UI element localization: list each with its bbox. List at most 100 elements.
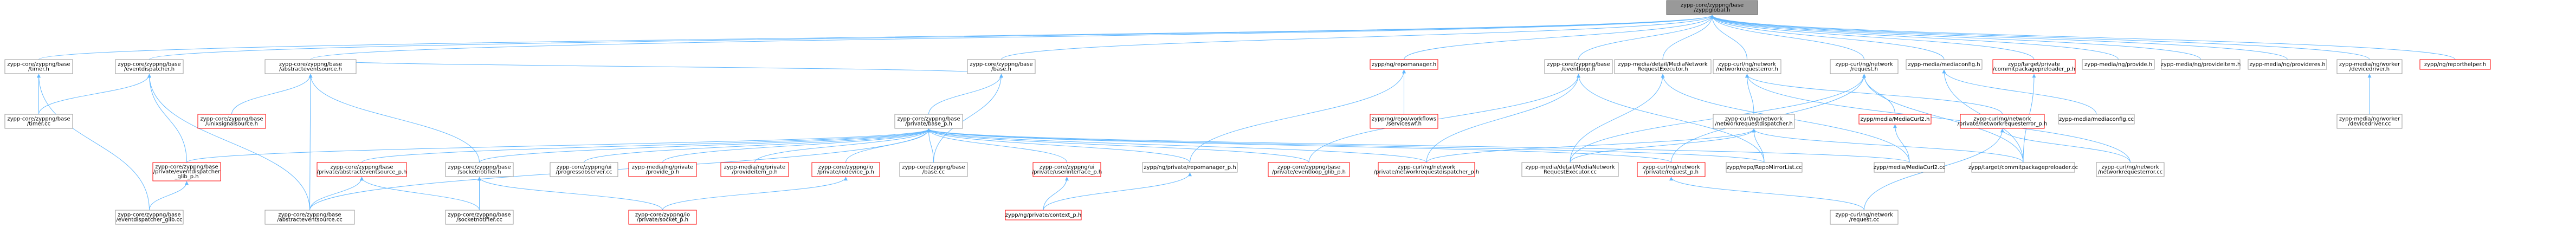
file-node-iodevice-p-h[interactable]: zypp-core/zyppng/io/private/iodevice_p.h xyxy=(811,162,880,177)
file-node-devicedriver-h[interactable]: zypp-media/ng/worker/devicedriver.h xyxy=(2336,59,2403,74)
file-node-networkrequest-h[interactable]: zypp-curl/ng/network/request.h xyxy=(1830,59,1899,74)
file-node-request-cc[interactable]: zypp-curl/ng/network/request.cc xyxy=(1830,210,1899,225)
file-node-base-p-h[interactable]: zypp-core/zyppng/base/private/base_p.h xyxy=(894,114,963,129)
node-label-line: /private/eventdispatcher xyxy=(153,169,221,175)
node-label-line: zypp-media/ng/provideres.h xyxy=(2249,62,2325,68)
node-box xyxy=(1830,210,1899,225)
include-edge-eventdispatcher_glib_cc-to-timer_h xyxy=(37,74,150,211)
file-node-commitpackagepreloader-cc[interactable]: zypp/target/commitpackagepreloader.cc xyxy=(1968,162,2078,173)
file-node-commitpackagepreloader-h[interactable]: zypp/target/private/commitpackagepreload… xyxy=(1992,59,2076,74)
include-edge-abstracteventsource_p_h-to-base_p_h xyxy=(361,128,931,163)
node-box xyxy=(1992,59,2076,74)
include-edge-commitpackagepreloader_cc-to-networkrequestdispatcher_h xyxy=(1752,128,2024,163)
node-label-line: zypp/target/commitpackagepreloader.cc xyxy=(1968,165,2078,171)
file-node-eventdispatcher-glib-cc[interactable]: zypp-core/zyppng/base/eventdispatcher_gl… xyxy=(115,210,184,225)
file-node-networkrequesterror-h[interactable]: zypp-curl/ng/network/networkrequesterror… xyxy=(1713,59,1781,74)
node-label-line: /private/base_p.h xyxy=(905,121,952,127)
node-label-line: zypp-core/zyppng/base xyxy=(330,165,393,171)
file-node-networkrequesterror-p-h[interactable]: zypp-curl/ng/network/private/networkrequ… xyxy=(1958,114,2048,129)
node-label-line: zypp-media/ng/provideitem.h xyxy=(2161,62,2241,68)
node-label-line: /private/iodevice_p.h xyxy=(817,170,874,176)
node-label-line: /private/socket_p.h xyxy=(637,217,688,223)
node-label-line: /private/eventloop_glib_p.h xyxy=(1272,170,1346,176)
node-label-line: zypp-core/zyppng/base xyxy=(970,62,1032,68)
include-edge-repomirrorlist_cc-to-base_p_h xyxy=(927,128,1765,163)
include-edge-networkrequesterror_h-to-root xyxy=(1710,15,1747,60)
file-node-devicedriver-cc[interactable]: zypp-media/ng/worker/devicedriver.cc xyxy=(2336,114,2403,129)
node-label-line: /timer.h xyxy=(28,67,49,73)
include-edge-userinterface_p_h-to-base_p_h xyxy=(927,128,1067,163)
include-edge-socketnotifier_h-to-base_p_h xyxy=(479,128,931,163)
node-box xyxy=(1142,162,1238,173)
node-label-line: zypp/target/private xyxy=(2008,62,2060,68)
node-label-line: zypp-core/zyppng/ui xyxy=(557,165,612,171)
file-node-mediacurl2-cc[interactable]: zypp/media/MediaCurl2.cc xyxy=(1874,162,1946,173)
file-node-eventloop-h[interactable]: zypp-core/zyppng/base/eventloop.h xyxy=(1544,59,1613,74)
file-node-linuxsignalsource-h[interactable]: zypp-core/zyppng/base/unixsignalsource.h xyxy=(197,114,266,129)
include-edge-networkrequestdispatcher_p_h-to-base_p_h xyxy=(927,128,1427,163)
file-node-base-h[interactable]: zypp-core/zyppng/base/base.h xyxy=(967,59,1036,74)
file-node-eventloop-glib-p-h[interactable]: zypp-core/zyppng/base/private/eventloop_… xyxy=(1268,162,1350,177)
file-node-progressobserver-cc[interactable]: zypp-core/zyppng/ui/progressobserver.cc xyxy=(550,162,618,177)
node-box xyxy=(550,162,618,177)
file-node-reporthelper-h[interactable]: zypp/ng/reporthelper.h xyxy=(2419,59,2491,70)
include-edge-mediaconfig_h-to-root xyxy=(1710,15,1945,60)
file-node-base-cc[interactable]: zypp-core/zyppng/base/base.cc xyxy=(899,162,968,177)
file-node-provideitem-h[interactable]: zypp-media/ng/provideitem.h xyxy=(2161,59,2241,70)
file-node-socket-p-h[interactable]: zypp-core/zyppng/io/private/socket_p.h xyxy=(628,210,697,225)
file-node-provide-h[interactable]: zypp-media/ng/provide.h xyxy=(2082,59,2155,70)
node-label-line: /abstracteventsource.cc xyxy=(277,217,343,223)
file-node-repomirrorlist-cc[interactable]: zypp/repo/RepoMirrorList.cc xyxy=(1726,162,1803,173)
node-label-line: /devicedriver.cc xyxy=(2348,121,2391,127)
node-label-line: zypp-media/detail/MediaNetwork xyxy=(1618,62,1707,68)
file-node-networkrequestdispatcher-p-h[interactable]: zypp-curl/ng/network/private/networkrequ… xyxy=(1374,162,1479,177)
include-edge-mediaexec_h-to-root xyxy=(1662,15,1714,60)
node-label-line: zypp-core/zyppng/base xyxy=(278,212,341,218)
node-box xyxy=(1370,59,1438,70)
node-label-line: zypp-media/detail/MediaNetwork xyxy=(1525,165,1615,171)
file-node-context-p-h[interactable]: zypp/ng/private/context_p.h xyxy=(1005,210,1082,220)
file-node-mediaexec-cc[interactable]: zypp-media/detail/MediaNetworkRequestExe… xyxy=(1521,162,1619,177)
include-edge-provideitem_p_h-to-base_p_h xyxy=(754,128,931,163)
file-node-mediaconfig-cc[interactable]: zypp-media/mediaconfig.cc xyxy=(2058,114,2135,125)
include-edge-progressobserver_cc-to-base_p_h xyxy=(584,128,931,163)
include-edge-abstracteventsource_cc-to-eventdispatcher_h xyxy=(147,74,310,211)
file-node-eventdispatcher-glib-p-h[interactable]: zypp-core/zyppng/base/private/eventdispa… xyxy=(152,162,221,181)
node-label-line: /private/networkrequesterror_p.h xyxy=(1958,121,2048,127)
node-label-line: /socketnotifier.cc xyxy=(456,217,502,223)
file-node-request-p-h[interactable]: zypp-curl/ng/network/private/request_p.h xyxy=(1637,162,1706,177)
file-node-repomanager-h[interactable]: zypp/ng/repomanager.h xyxy=(1370,59,1438,70)
file-node-timer-h[interactable]: zypp-core/zyppng/base/timer.h xyxy=(4,59,73,74)
node-box xyxy=(115,210,184,225)
include-edge-base_p_h-to-base_h xyxy=(928,74,1003,115)
file-node-userinterface-p-h[interactable]: zypp-core/zyppng/ui/private/userinterfac… xyxy=(1032,162,1102,177)
file-node-abstracteventsource-p-h[interactable]: zypp-core/zyppng/base/private/abstractev… xyxy=(317,162,407,177)
node-label-line: zypp/ng/private/repomanager_p.h xyxy=(1144,165,1236,171)
file-node-networkrequesterror-cc[interactable]: zypp-curl/ng/network/networkrequesterror… xyxy=(2096,162,2165,177)
file-node-mediaexec-h[interactable]: zypp-media/detail/MediaNetworkRequestExe… xyxy=(1614,59,1712,74)
include-edge-networkrequest_h-to-root xyxy=(1710,15,1864,60)
node-label-line: /base.cc xyxy=(922,170,945,176)
node-label-line: _glib_p.h xyxy=(174,174,198,180)
file-node-eventdispatcher-h[interactable]: zypp-core/zyppng/base/eventdispatcher.h xyxy=(115,59,184,74)
node-box xyxy=(1906,59,1983,70)
node-box xyxy=(317,162,407,177)
file-node-provide-p-h[interactable]: zypp-media/ng/private/provide_p.h xyxy=(628,162,697,177)
file-node-serviceswf-h[interactable]: zypp/ng/repo/workflows/serviceswf.h xyxy=(1370,114,1438,129)
file-node-socketnotifier-cc[interactable]: zypp-core/zyppng/base/socketnotifier.cc xyxy=(445,210,514,225)
file-node-abstracteventsource-cc[interactable]: zypp-core/zyppng/base/abstracteventsourc… xyxy=(264,210,355,225)
file-node-repomanager-p-h[interactable]: zypp/ng/private/repomanager_p.h xyxy=(1142,162,1238,173)
file-node-socketnotifier-h[interactable]: zypp-core/zyppng/base/socketnotifier.h xyxy=(445,162,514,177)
include-edge-eventdispatcher_h-to-root xyxy=(149,15,1714,60)
file-node-mediacurl2-h[interactable]: zypp/media/MediaCurl2.h xyxy=(1858,114,1932,125)
node-label-line: zypp-curl/ng/network xyxy=(1835,212,1893,218)
file-node-provideitem-p-h[interactable]: zypp-media/ng/private/provideitem_p.h xyxy=(720,162,789,177)
file-node-provideres-h[interactable]: zypp-media/ng/provideres.h xyxy=(2248,59,2327,70)
file-node-networkrequestdispatcher-h[interactable]: zypp-curl/ng/network/networkrequestdispa… xyxy=(1713,114,1795,129)
file-node-timer-cc[interactable]: zypp-core/zyppng/base/timer.cc xyxy=(4,114,73,129)
file-node-mediaconfig-h[interactable]: zypp-media/mediaconfig.h xyxy=(1906,59,1983,70)
node-label-line: zypp-core/zyppng/ui xyxy=(1040,165,1095,171)
include-edge-provideitem_h-to-root xyxy=(1710,15,2201,60)
include-edge-eventloop_h-to-root xyxy=(1578,15,1714,60)
file-node-abstracteventsource-h[interactable]: zypp-core/zyppng/base/abstracteventsourc… xyxy=(264,59,357,74)
